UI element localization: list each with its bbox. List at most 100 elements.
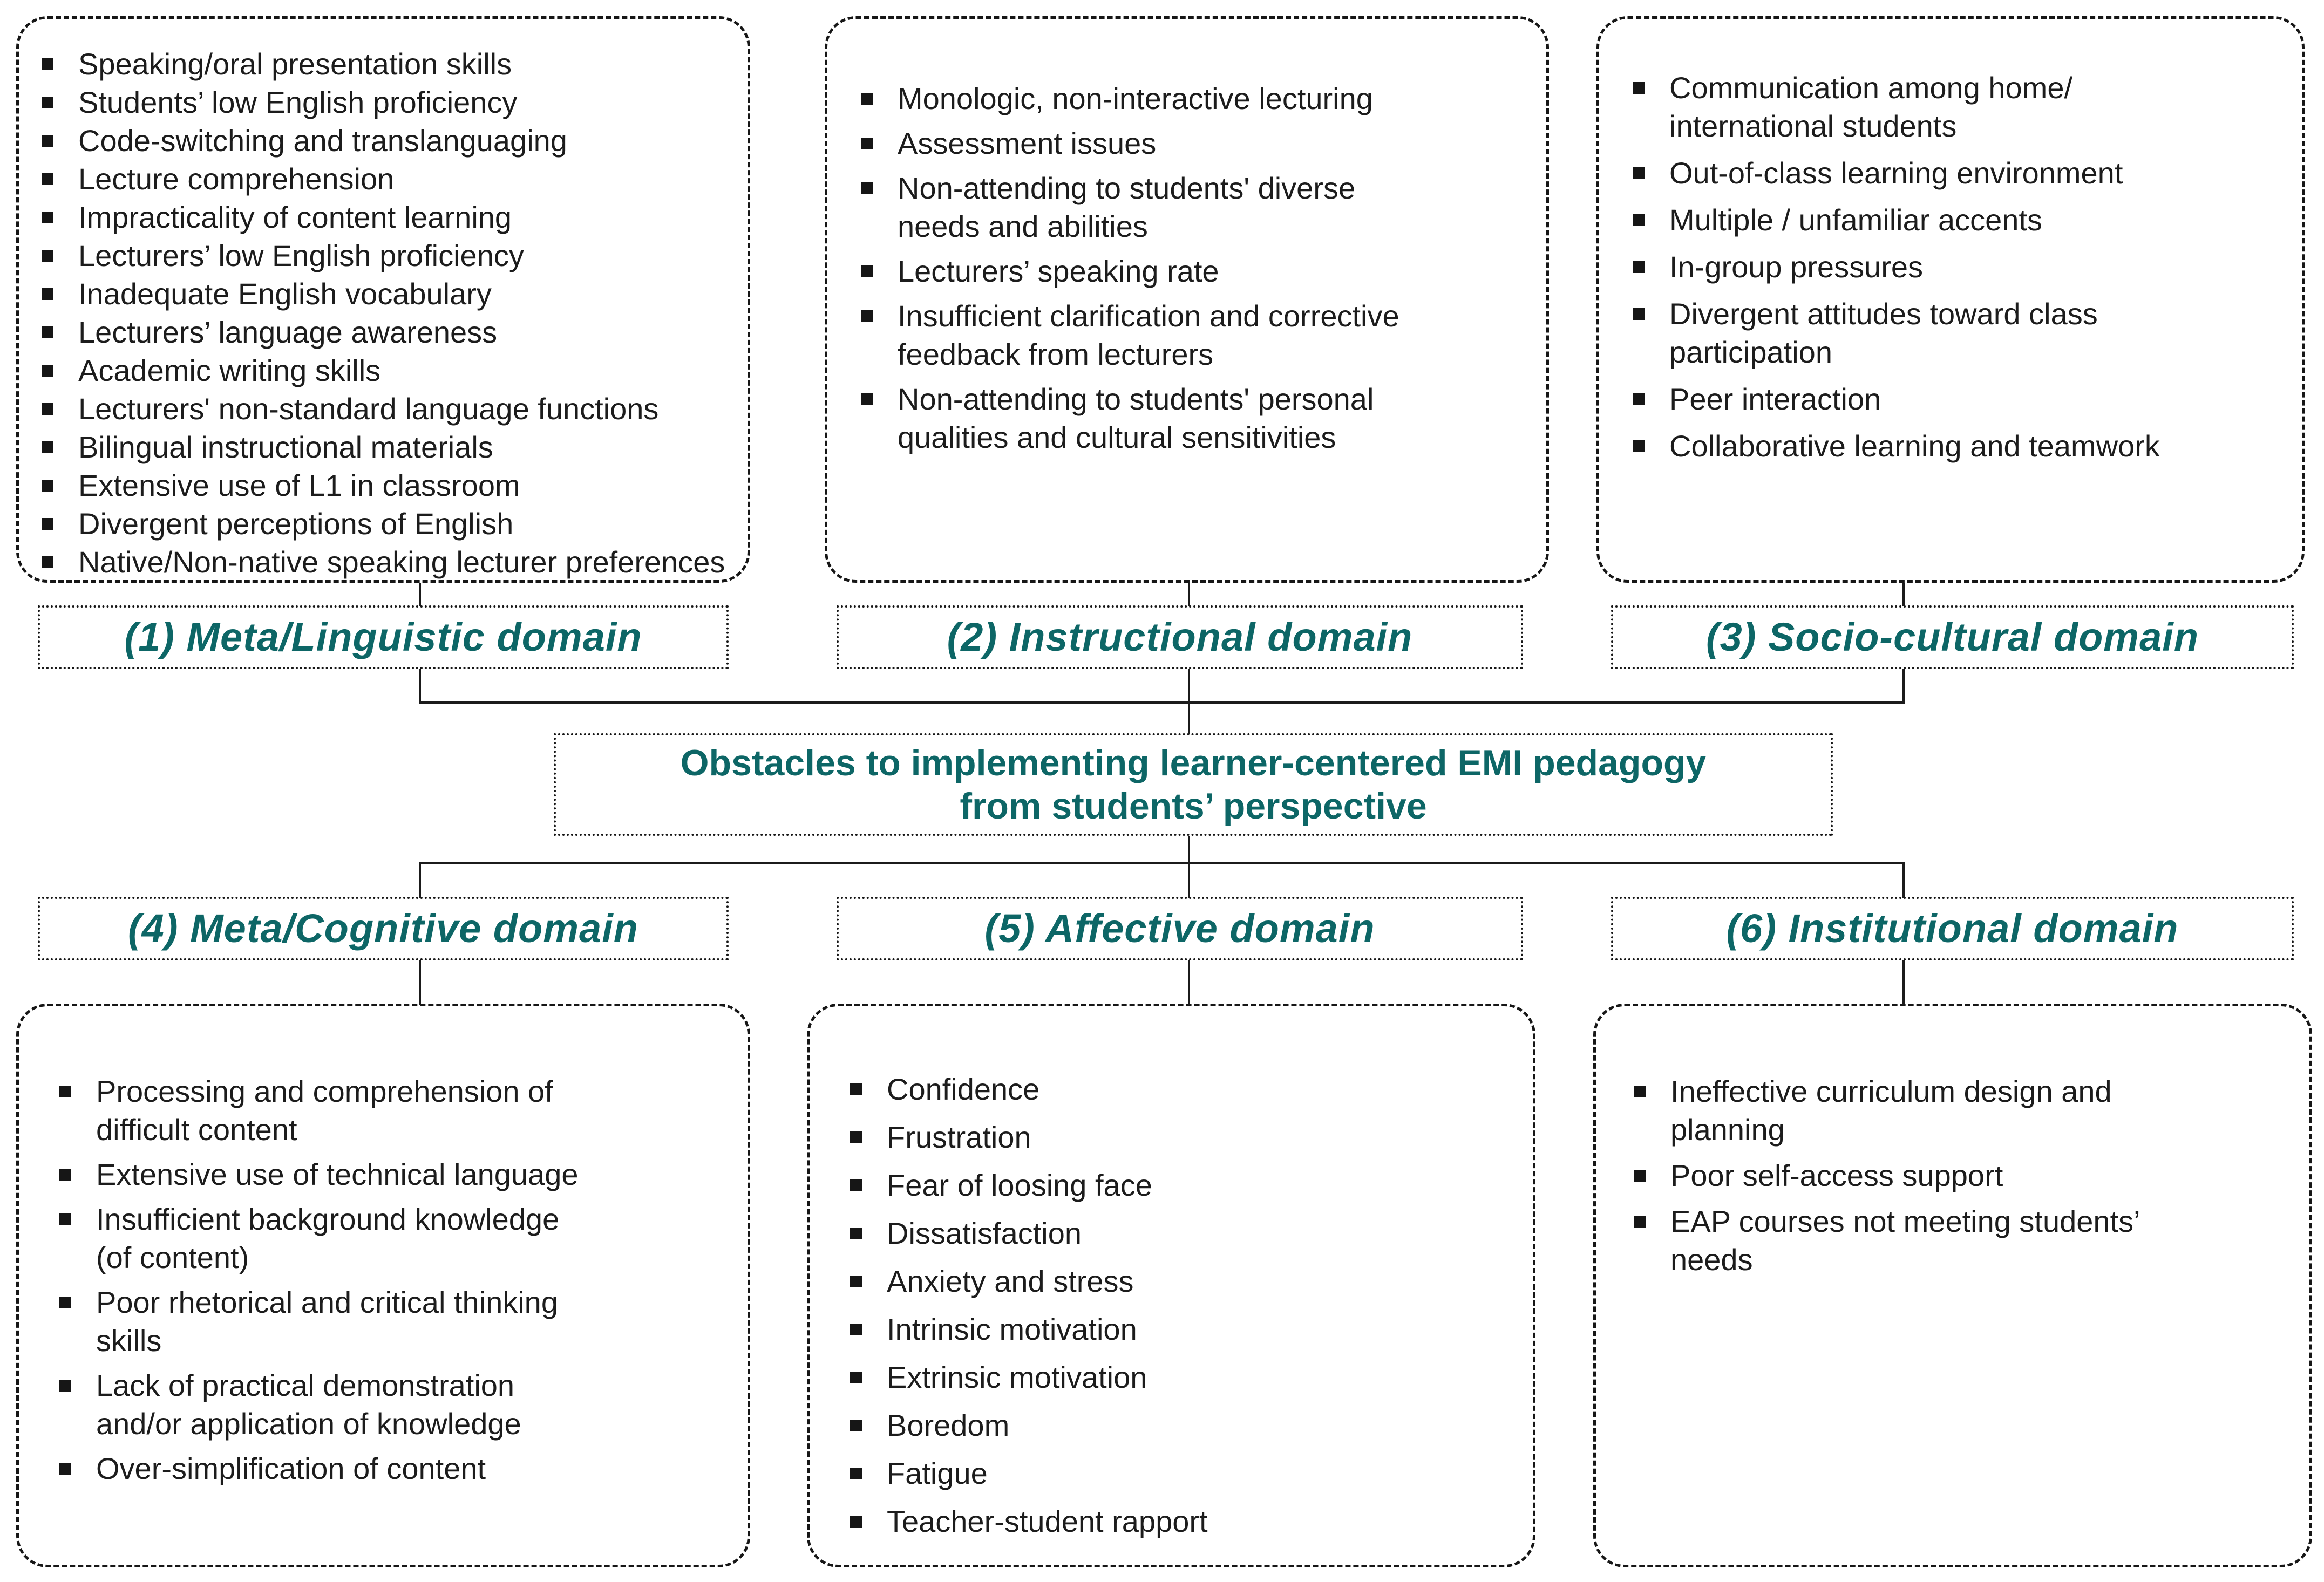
list-item-text: Teacher-student rapport <box>887 1504 1208 1538</box>
list-item: Intrinsic motivation <box>850 1310 1517 1348</box>
list-item: Collaborative learning and teamwork <box>1633 427 2291 465</box>
list-item-text: Non-attending to students' personal qual… <box>898 382 1374 454</box>
connector-box3-label3 <box>1902 583 1905 606</box>
list-item-text: Dissatisfaction <box>887 1216 1082 1250</box>
list-item: Impracticality of content learning <box>42 198 739 236</box>
domain-4-label-box: (4) Meta/Cognitive domain <box>38 897 729 960</box>
list-item: Teacher-student rapport <box>850 1502 1517 1540</box>
domain-6-label: (6) Institutional domain <box>1726 906 2179 951</box>
central-title: Obstacles to implementing learner-center… <box>680 742 1707 827</box>
list-item: Speaking/oral presentation skills <box>42 45 739 83</box>
connector-rail-label6 <box>1902 863 1905 898</box>
list-item-text: Poor self-access support <box>1670 1158 2003 1192</box>
list-item: Non-attending to students' personal qual… <box>861 380 1530 456</box>
bullet-square-icon <box>1634 1170 1646 1182</box>
list-item-text: Confidence <box>887 1072 1040 1106</box>
bullet-square-icon <box>42 403 53 415</box>
list-item-text: Speaking/oral presentation skills <box>78 47 512 81</box>
list-item: Non-attending to students' diverse needs… <box>861 169 1530 246</box>
domain-2-label: (2) Instructional domain <box>947 615 1413 659</box>
list-item: Boredom <box>850 1406 1517 1444</box>
upper-rail <box>419 701 1905 704</box>
list-item: Native/Non-native speaking lecturer pref… <box>42 543 739 581</box>
domain-4-label: (4) Meta/Cognitive domain <box>128 906 638 951</box>
bullet-square-icon <box>861 393 873 405</box>
list-item: EAP courses not meeting students’ needs <box>1634 1202 2299 1279</box>
list-item-text: Insufficient clarification and correctiv… <box>898 299 1399 371</box>
list-item: Divergent perceptions of English <box>42 504 739 543</box>
domain-6-items-box: Ineffective curriculum design and planni… <box>1593 1004 2312 1567</box>
list-item: Students’ low English proficiency <box>42 83 739 121</box>
list-item: Inadequate English vocabulary <box>42 275 739 313</box>
list-item: Insufficient clarification and correctiv… <box>861 297 1530 373</box>
domain-4-items-box: Processing and comprehension of difficul… <box>16 1004 750 1567</box>
bullet-square-icon <box>1633 261 1645 273</box>
bullet-square-icon <box>1634 1086 1646 1097</box>
list-item-text: Peer interaction <box>1669 382 1881 416</box>
list-item: Confidence <box>850 1070 1517 1108</box>
bullet-square-icon <box>42 173 53 185</box>
list-item-text: Inadequate English vocabulary <box>78 277 492 311</box>
list-item: Multiple / unfamiliar accents <box>1633 201 2291 239</box>
connector-box1-label1 <box>419 583 421 606</box>
list-item: Out-of-class learning environment <box>1633 154 2291 192</box>
list-item-text: Collaborative learning and teamwork <box>1669 429 2160 463</box>
connector-rail-label5 <box>1188 863 1190 898</box>
bullet-square-icon <box>1633 214 1645 226</box>
domain-2-label-box: (2) Instructional domain <box>837 605 1523 669</box>
bullet-square-icon <box>42 556 53 568</box>
bullet-square-icon <box>1633 440 1645 452</box>
list-item-text: Divergent perceptions of English <box>78 507 514 541</box>
list-item: Lecturers’ speaking rate <box>861 252 1530 290</box>
list-item-text: Students’ low English proficiency <box>78 85 518 119</box>
bullet-square-icon <box>1633 82 1645 94</box>
domain-3-label: (3) Socio-cultural domain <box>1705 615 2199 659</box>
list-item-text: Poor rhetorical and critical thinking sk… <box>96 1285 558 1358</box>
list-item: Bilingual instructional materials <box>42 428 739 466</box>
list-item-text: Communication among home/ international … <box>1669 71 2073 143</box>
bullet-square-icon <box>42 365 53 377</box>
list-item-text: Lecturers' non-standard language functio… <box>78 392 659 426</box>
bullet-square-icon <box>42 97 53 108</box>
connector-label1-rail <box>419 669 421 704</box>
list-item-text: Insufficient background knowledge (of co… <box>96 1202 560 1274</box>
bullet-square-icon <box>59 1380 71 1392</box>
list-item-text: Intrinsic motivation <box>887 1312 1137 1346</box>
list-item: Anxiety and stress <box>850 1262 1517 1300</box>
bullet-square-icon <box>850 1324 862 1335</box>
bullet-square-icon <box>850 1179 862 1191</box>
domain-3-items: Communication among home/ international … <box>1633 69 2291 474</box>
list-item: Extrinsic motivation <box>850 1358 1517 1396</box>
domain-5-label-box: (5) Affective domain <box>837 897 1523 960</box>
bullet-square-icon <box>1633 308 1645 320</box>
domain-3-items-box: Communication among home/ international … <box>1596 16 2305 583</box>
bullet-square-icon <box>861 310 873 322</box>
list-item: Academic writing skills <box>42 351 739 390</box>
list-item: Fear of loosing face <box>850 1166 1517 1204</box>
bullet-square-icon <box>1633 167 1645 179</box>
list-item: Divergent attitudes toward class partici… <box>1633 295 2291 371</box>
domain-1-label: (1) Meta/Linguistic domain <box>124 615 642 659</box>
list-item-text: Lecturers’ low English proficiency <box>78 238 524 272</box>
bullet-square-icon <box>861 138 873 149</box>
domain-6-label-box: (6) Institutional domain <box>1611 897 2294 960</box>
list-item: Lecturers' non-standard language functio… <box>42 390 739 428</box>
list-item: Insufficient background knowledge (of co… <box>59 1200 737 1277</box>
bullet-square-icon <box>59 1297 71 1308</box>
list-item-text: Fatigue <box>887 1456 988 1490</box>
bullet-square-icon <box>42 326 53 338</box>
domain-4-items: Processing and comprehension of difficul… <box>59 1072 737 1494</box>
list-item-text: Multiple / unfamiliar accents <box>1669 203 2042 237</box>
list-item: Over-simplification of content <box>59 1449 737 1488</box>
bullet-square-icon <box>59 1213 71 1225</box>
connector-label4-box4 <box>419 960 421 1005</box>
bullet-square-icon <box>42 135 53 147</box>
bullet-square-icon <box>850 1468 862 1479</box>
list-item-text: Native/Non-native speaking lecturer pref… <box>78 545 725 579</box>
